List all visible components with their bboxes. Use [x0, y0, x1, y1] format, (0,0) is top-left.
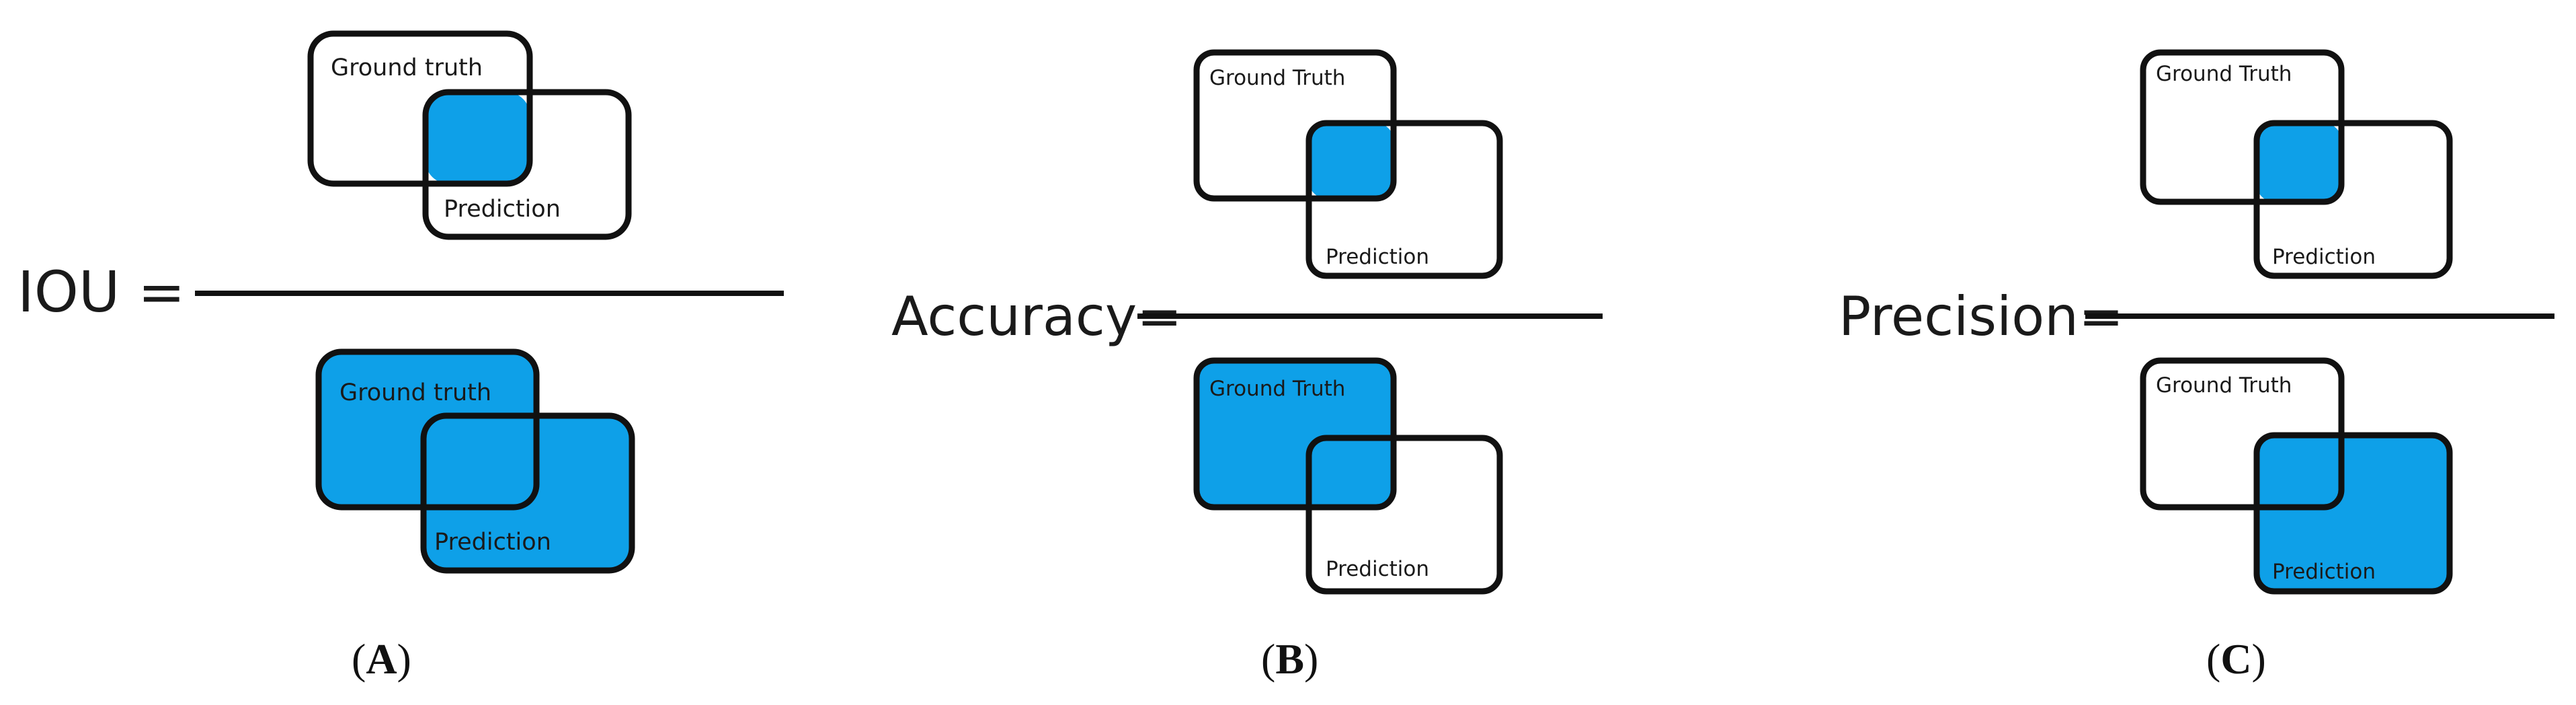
accuracy-den-prediction-label: Prediction [1326, 557, 1429, 581]
accuracy-num-prediction-label: Prediction [1326, 245, 1429, 269]
precision-num-prediction-box [2253, 120, 2453, 279]
caption-b-letter: B [1275, 635, 1304, 683]
iou-den-ground-truth-box [315, 348, 540, 511]
iou-den-prediction-box [420, 412, 635, 574]
caption-c-open: ( [2206, 635, 2220, 683]
precision-num-overlap [2257, 123, 2341, 202]
accuracy-numerator: Ground Truth Prediction [1193, 49, 1503, 279]
precision-equation-label: Precision= [1839, 285, 2124, 348]
accuracy-denominator: Ground Truth Prediction [1193, 357, 1503, 595]
iou-num-prediction-box [422, 89, 632, 240]
accuracy-num-overlap [1309, 123, 1394, 198]
iou-den-ground-truth-label: Ground truth [339, 379, 491, 406]
caption-a-close: ) [397, 635, 411, 683]
panel-precision: Ground Truth Prediction Precision= Groun… [1839, 49, 2554, 683]
iou-num-prediction-label: Prediction [444, 196, 561, 223]
panel-iou: Ground truth Prediction IOU = Ground tru… [17, 30, 784, 683]
iou-den-prediction-fill [424, 416, 632, 570]
precision-numerator: Ground Truth Prediction [2140, 49, 2453, 279]
iou-num-ground-truth-box [307, 30, 533, 187]
iou-num-overlap [426, 92, 530, 184]
caption-c-close: ) [2252, 635, 2266, 683]
precision-den-prediction-fill [2257, 435, 2450, 591]
panel-accuracy: Ground Truth Prediction Accuracy= Ground… [891, 49, 1603, 683]
iou-den-prediction-label: Prediction [434, 529, 551, 556]
accuracy-num-prediction-box [1305, 120, 1503, 279]
iou-numerator: Ground truth Prediction [307, 30, 632, 240]
caption-c-letter: C [2220, 635, 2251, 683]
iou-equation-label: IOU = [17, 259, 185, 325]
caption-b-open: ( [1261, 635, 1275, 683]
accuracy-den-ground-truth-fill [1197, 361, 1394, 507]
precision-num-prediction-label: Prediction [2272, 245, 2376, 269]
iou-denominator: Ground truth Prediction [315, 348, 635, 574]
precision-num-ground-truth-label: Ground Truth [2156, 62, 2292, 86]
precision-num-ground-truth-box [2140, 49, 2345, 205]
accuracy-equation-label: Accuracy= [891, 285, 1182, 348]
precision-den-prediction-label: Prediction [2272, 560, 2376, 584]
caption-c: (C) [2206, 635, 2266, 683]
accuracy-den-prediction-box [1305, 435, 1503, 595]
accuracy-num-ground-truth-label: Ground Truth [1209, 66, 1345, 90]
caption-a: (A) [352, 635, 411, 683]
precision-den-prediction-box [2253, 432, 2453, 595]
accuracy-den-ground-truth-box [1193, 357, 1397, 511]
accuracy-den-ground-truth-label: Ground Truth [1209, 377, 1345, 401]
precision-denominator: Ground Truth Prediction [2140, 357, 2453, 595]
caption-a-open: ( [352, 635, 366, 683]
precision-den-ground-truth-label: Ground Truth [2156, 373, 2292, 398]
caption-b: (B) [1261, 635, 1318, 683]
iou-num-ground-truth-label: Ground truth [331, 54, 483, 81]
caption-a-letter: A [366, 635, 397, 683]
caption-b-close: ) [1304, 635, 1318, 683]
